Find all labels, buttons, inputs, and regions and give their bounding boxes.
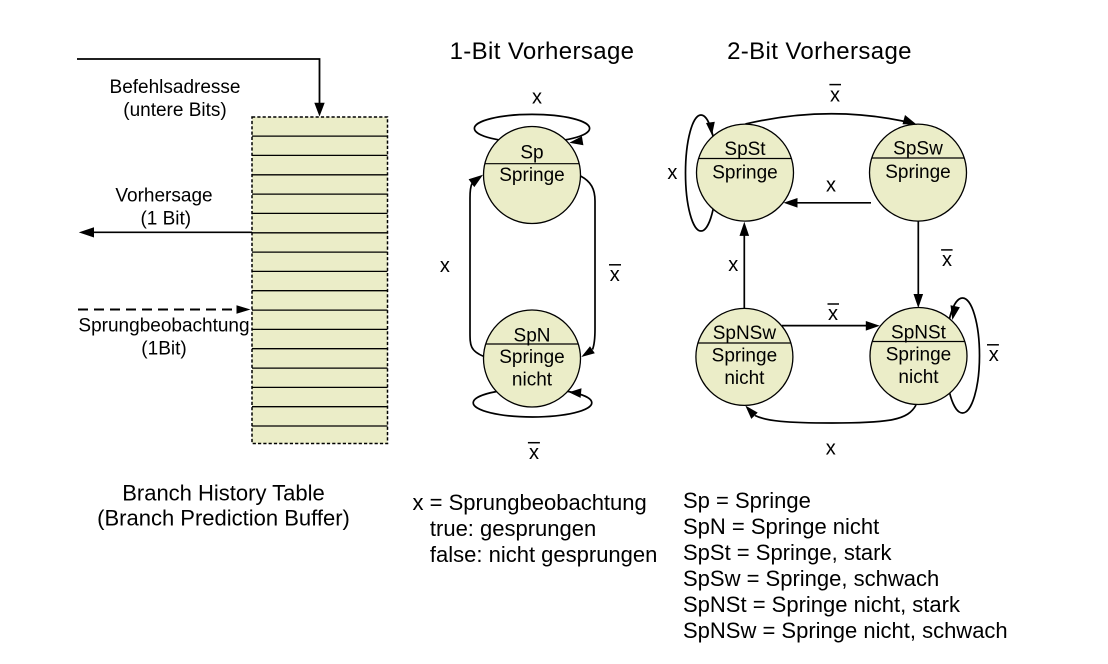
- svg-text:SpN = Springe nicht: SpN = Springe nicht: [683, 514, 879, 539]
- svg-text:Branch History Table: Branch History Table: [122, 481, 325, 506]
- svg-text:SpN: SpN: [514, 326, 551, 347]
- svg-text:Sp: Sp: [520, 143, 543, 164]
- svg-text:Vorhersage: Vorhersage: [115, 186, 212, 207]
- svg-text:Springe: Springe: [712, 163, 778, 184]
- svg-text:Sprungbeobachtung: Sprungbeobachtung: [78, 315, 249, 336]
- svg-text:Sp = Springe: Sp = Springe: [683, 488, 811, 513]
- svg-text:2-Bit Vorhersage: 2-Bit Vorhersage: [727, 38, 912, 65]
- svg-text:x: x: [728, 254, 738, 276]
- svg-text:x: x: [989, 344, 999, 366]
- svg-text:1-Bit Vorhersage: 1-Bit Vorhersage: [450, 38, 635, 65]
- svg-text:SpNSt = Springe nicht, stark: SpNSt = Springe nicht, stark: [683, 592, 961, 617]
- svg-text:Befehlsadresse: Befehlsadresse: [110, 77, 241, 98]
- svg-text:(1Bit): (1Bit): [141, 338, 186, 359]
- svg-text:x: x: [667, 162, 677, 184]
- svg-text:false: nicht gesprungen: false: nicht gesprungen: [430, 542, 658, 567]
- svg-text:SpSw = Springe, schwach: SpSw = Springe, schwach: [683, 566, 939, 591]
- svg-text:x: x: [826, 174, 836, 196]
- svg-text:x: x: [942, 249, 952, 271]
- svg-text:SpSw: SpSw: [893, 139, 943, 160]
- svg-text:x: x: [610, 264, 620, 286]
- svg-text:nicht: nicht: [898, 367, 939, 388]
- svg-text:SpSt: SpSt: [724, 139, 766, 160]
- svg-text:x: x: [828, 303, 838, 325]
- svg-text:SpNSw: SpNSw: [713, 323, 777, 344]
- svg-text:x: x: [532, 86, 542, 108]
- svg-text:Springe: Springe: [886, 345, 952, 366]
- svg-text:SpNSt: SpNSt: [891, 323, 947, 344]
- svg-text:SpNSw = Springe nicht, schwach: SpNSw = Springe nicht, schwach: [683, 618, 1008, 643]
- svg-text:Springe: Springe: [712, 345, 778, 366]
- svg-text:(1 Bit): (1 Bit): [140, 209, 191, 230]
- svg-text:nicht: nicht: [512, 370, 553, 391]
- svg-text:Springe: Springe: [499, 165, 565, 186]
- svg-text:x: x: [830, 84, 840, 106]
- svg-text:(Branch Prediction Buffer): (Branch Prediction Buffer): [97, 506, 350, 531]
- svg-text:(untere Bits): (untere Bits): [123, 100, 226, 121]
- svg-text:SpSt = Springe, stark: SpSt = Springe, stark: [683, 540, 892, 565]
- svg-text:x: x: [826, 437, 836, 459]
- svg-text:x = Sprungbeobachtung: x = Sprungbeobachtung: [413, 490, 647, 515]
- svg-text:Springe: Springe: [885, 162, 951, 183]
- svg-text:nicht: nicht: [724, 368, 765, 389]
- svg-text:x: x: [529, 442, 539, 464]
- svg-text:true: gesprungen: true: gesprungen: [430, 516, 596, 541]
- svg-text:Springe: Springe: [499, 347, 565, 368]
- svg-text:x: x: [440, 255, 450, 277]
